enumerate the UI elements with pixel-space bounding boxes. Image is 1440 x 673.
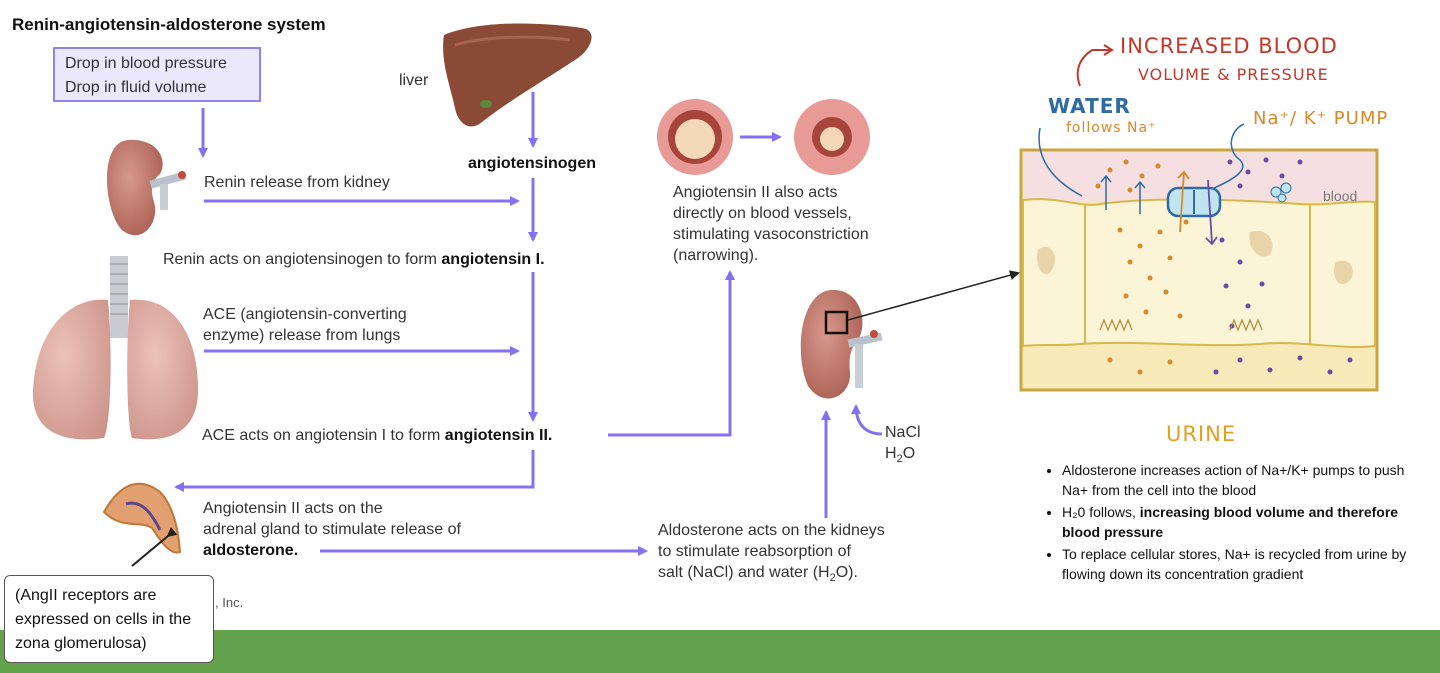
lungs-icon: [32, 256, 198, 440]
liver-icon: [443, 23, 592, 127]
bullet-item: To replace cellular stores, Na+ is recyc…: [1062, 544, 1430, 584]
blood-label: blood: [1323, 188, 1358, 204]
h2o-sub: 2: [896, 453, 903, 466]
urine-label: URINE: [1166, 422, 1237, 446]
bullet-bold: increasing blood volume and therefore bl…: [1062, 504, 1399, 540]
h2o-h: H: [885, 445, 897, 462]
adrenal-line-1: Angiotensin II acts on the: [203, 500, 383, 517]
bullet-prefix: H₂0 follows,: [1062, 504, 1140, 520]
kidney-icon: [107, 139, 187, 236]
vessels-line-1: Angiotensin II also acts: [673, 184, 838, 201]
adrenal-line-2: adrenal gland to stimulate release of: [203, 521, 461, 538]
diagram-title: Renin-angiotensin-aldosterone system: [12, 15, 326, 34]
increased-label-2: VOLUME & PRESSURE: [1138, 65, 1329, 84]
aldo-kidneys-line-2: to stimulate reabsorption of: [658, 543, 851, 560]
trigger-box: Drop in blood pressure Drop in fluid vol…: [53, 47, 261, 102]
pump-connector: [1213, 123, 1245, 189]
renin-release-text: Renin release from kidney: [204, 174, 390, 191]
trigger-blood-pressure: Drop in blood pressure: [65, 55, 227, 72]
ace-acts-text: ACE acts on angiotensin I to form angiot…: [202, 425, 552, 446]
h2o-o: O: [902, 445, 916, 462]
pump-label: Na⁺/ K⁺ PUMP: [1253, 108, 1389, 129]
water-label: WATER: [1048, 94, 1131, 118]
copyright-fragment: , Inc.: [215, 595, 244, 610]
ace-release-line-2: enzyme) release from lungs: [203, 327, 401, 344]
ace-release-line-1: ACE (angiotensin-converting: [203, 306, 407, 323]
aldo-kidneys-3-suffix: O).: [835, 564, 858, 581]
explanation-list: Aldosterone increases action of Na+/K+ p…: [1040, 460, 1430, 586]
aldo-kidneys-3-sub: 2: [829, 572, 836, 585]
angiotensin-1-term: angiotensin I.: [441, 251, 545, 268]
adrenal-gland-icon: [102, 482, 182, 554]
vessel-normal-icon: [657, 99, 733, 175]
footer-bar: [0, 630, 1440, 673]
water-follows-label: follows Na⁺: [1066, 120, 1157, 136]
increased-label-1: INCREASED BLOOD: [1120, 34, 1338, 58]
bullet-item: H₂0 follows, increasing blood volume and…: [1062, 502, 1430, 542]
water-connector: [1038, 127, 1083, 197]
aldo-kidneys-line-3: salt (NaCl) and water (H2O).: [658, 562, 858, 589]
cell-diagram: [1019, 148, 1379, 392]
aldosterone-term: aldosterone.: [203, 542, 299, 559]
vessels-line-2: directly on blood vessels,: [673, 205, 852, 222]
receptor-note-box: (AngII receptors are expressed on cells …: [4, 575, 214, 663]
nacl-label: NaCl: [885, 424, 921, 441]
vessels-line-4: (narrowing).: [673, 247, 759, 264]
angiotensin-2-term: angiotensin II.: [444, 427, 553, 444]
bullet-item: Aldosterone increases action of Na+/K+ p…: [1062, 460, 1430, 500]
vessel-constricted-icon: [794, 99, 870, 175]
renin-acts-text: Renin acts on angiotensinogen to form an…: [163, 249, 545, 270]
renin-acts-prefix: Renin acts on angiotensinogen to form: [163, 251, 442, 268]
aldo-kidneys-3-prefix: salt (NaCl) and water (H: [658, 564, 830, 581]
vessels-line-3: stimulating vasoconstriction: [673, 226, 869, 243]
angiotensinogen-label: angiotensinogen: [468, 155, 596, 172]
kidney-detail-icon: [800, 289, 883, 399]
increased-arrow: [1076, 49, 1093, 87]
aldo-kidneys-line-1: Aldosterone acts on the kidneys: [658, 522, 885, 539]
liver-label: liver: [399, 72, 429, 89]
ace-acts-prefix: ACE acts on angiotensin I to form: [202, 427, 445, 444]
trigger-fluid-volume: Drop in fluid volume: [65, 79, 207, 96]
zoom-pointer-arrow: [847, 270, 1020, 321]
h2o-label: H2O: [885, 443, 915, 470]
note-pointer-arrow: [131, 527, 178, 567]
